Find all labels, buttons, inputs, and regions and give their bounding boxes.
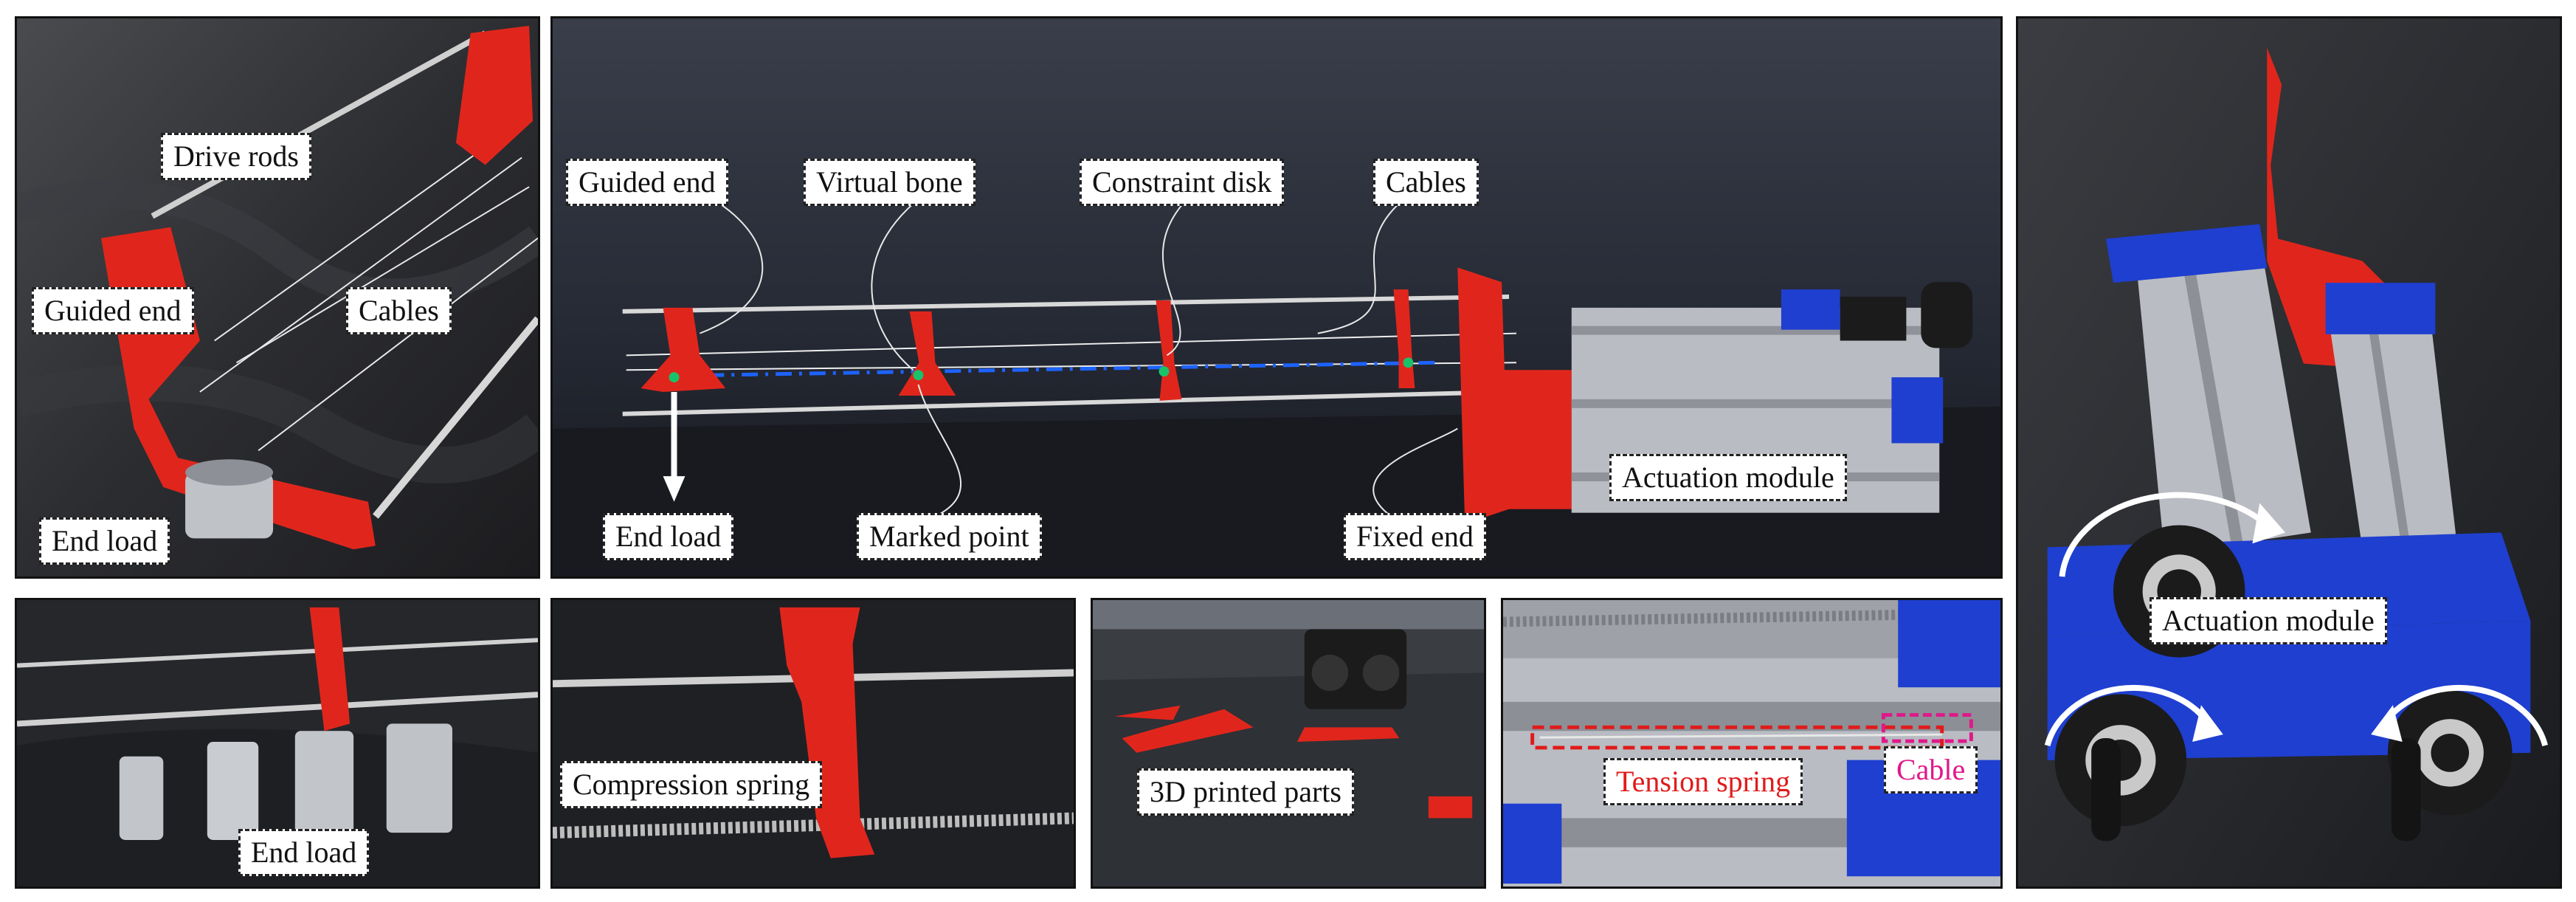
photo-panel-weights: End load bbox=[15, 598, 540, 889]
label-cables: Cables bbox=[346, 287, 452, 334]
label-end-load: End load bbox=[238, 829, 370, 876]
photo-actuation-module bbox=[2018, 18, 2560, 886]
photo-panel-guided-end-closeup: Drive rods Guided end Cables End load bbox=[15, 16, 540, 579]
photo-panel-actuation-module: Actuation module bbox=[2016, 16, 2562, 889]
label-cables: Cables bbox=[1373, 159, 1479, 206]
photo-panel-3d-printed-parts: 3D printed parts bbox=[1091, 598, 1486, 889]
label-tension-spring: Tension spring bbox=[1603, 758, 1803, 805]
label-fixed-end: Fixed end bbox=[1344, 513, 1486, 560]
photo-weights bbox=[17, 600, 538, 886]
label-marked-point: Marked point bbox=[857, 513, 1042, 560]
photo-panel-full-robot: Guided end Virtual bone Constraint disk … bbox=[550, 16, 2003, 579]
label-guided-end: Guided end bbox=[566, 159, 728, 206]
photo-panel-compression-spring: Compression spring bbox=[550, 598, 1076, 889]
label-cable: Cable bbox=[1884, 746, 1978, 793]
photo-tension-spring bbox=[1503, 600, 2000, 886]
label-compression-spring: Compression spring bbox=[560, 761, 823, 808]
label-constraint-disk: Constraint disk bbox=[1080, 159, 1285, 206]
label-guided-end: Guided end bbox=[32, 287, 194, 334]
photo-compression-spring bbox=[553, 600, 1074, 886]
photo-panel-tension-spring: Tension spring Cable bbox=[1501, 598, 2003, 889]
photo-3d-printing bbox=[1093, 600, 1484, 886]
label-end-load: End load bbox=[603, 513, 734, 560]
label-3d-printed-parts: 3D printed parts bbox=[1137, 768, 1354, 816]
label-actuation-module: Actuation module bbox=[1609, 454, 1847, 501]
label-end-load: End load bbox=[39, 517, 170, 565]
label-actuation-module: Actuation module bbox=[2149, 597, 2387, 644]
label-drive-rods: Drive rods bbox=[161, 133, 311, 180]
label-virtual-bone: Virtual bone bbox=[804, 159, 976, 206]
